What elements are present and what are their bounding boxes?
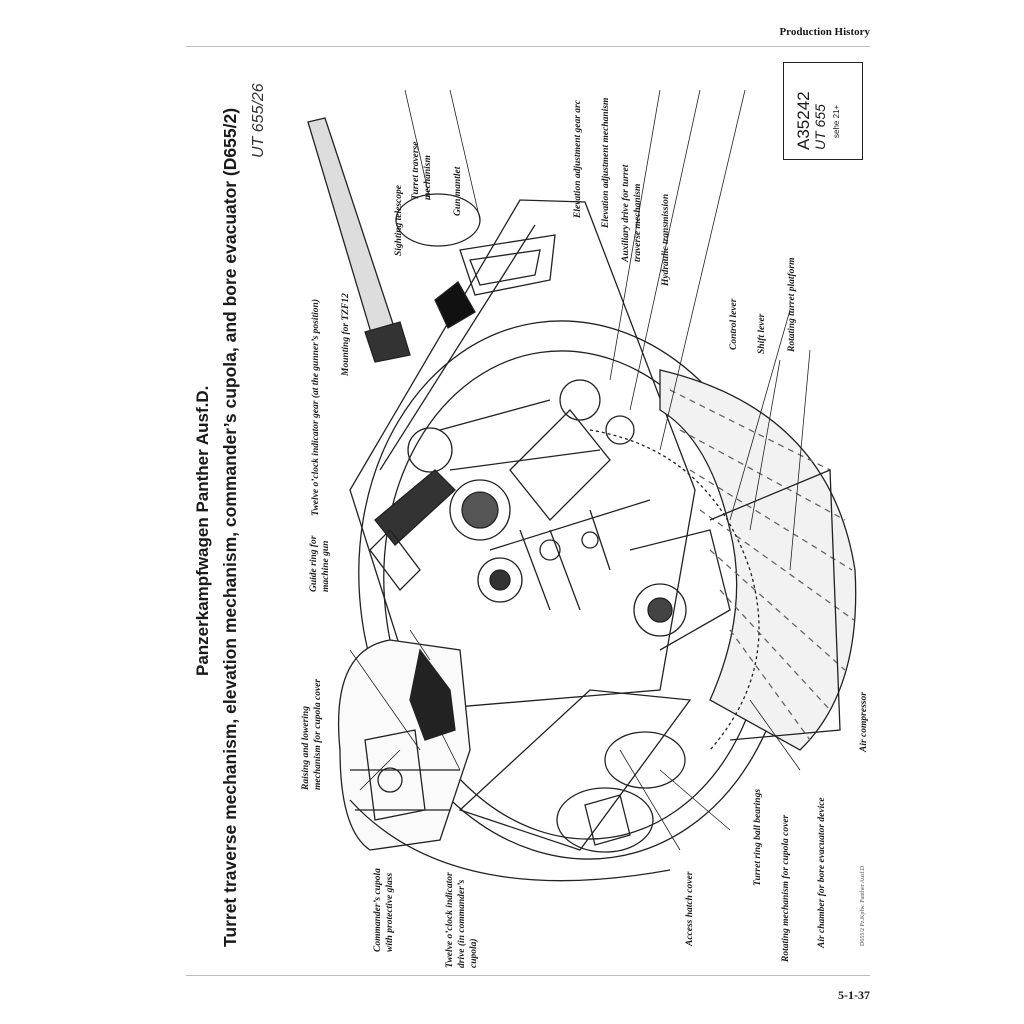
archive-stamp	[783, 62, 863, 160]
label-access-hatch: Access hatch cover	[685, 871, 695, 946]
label-rotating-platform: Rotating turret platform	[787, 257, 797, 353]
label-mounting-tzf: Mounting for TZF12	[341, 293, 351, 376]
header-rule	[186, 46, 870, 47]
label-twelve-oclock-gunner: Twelve o’clock indicator gear (at the gu…	[311, 299, 321, 516]
label-hydraulic-transmission: Hydraulic transmission	[661, 193, 671, 286]
label-turret-ring: Turret ring ball bearings	[753, 788, 763, 886]
label-air-chamber: Air chamber for bore evacuator device	[817, 797, 827, 948]
label-commanders-cupola: Commander’s cupola with protective glass	[373, 868, 395, 952]
label-air-compressor: Air compressor	[859, 692, 869, 752]
label-elevation-mechanism: Elevation adjustment mechanism	[601, 97, 611, 228]
label-elevation-gear-arc: Elevation adjustment gear arc	[573, 100, 583, 218]
technical-drawing	[307, 89, 857, 882]
label-rotating-cupola-cover: Rotating mechanism for cupola cover	[781, 814, 791, 962]
label-twelve-oclock-cupola: Twelve o’clock indicator drive (in comma…	[445, 872, 479, 968]
footer-rule	[186, 975, 870, 976]
section-title: Production History	[779, 26, 870, 38]
label-auxiliary-drive: Auxiliary drive for turret traverse mech…	[621, 164, 643, 262]
label-sighting-telescope: Sighting telescope	[394, 185, 404, 256]
label-gun-mantlet: Gun mantlet	[453, 166, 463, 216]
label-raising-lowering: Raising and lowering mechanism for cupol…	[301, 678, 323, 790]
label-shift-lever: Shift lever	[757, 313, 767, 354]
label-turret-traverse: Turret traverse mechanism	[411, 141, 433, 201]
fine-print: D655/2 Pz.Kpfw. Panther Ausf.D	[860, 865, 866, 946]
label-control-lever: Control lever	[729, 298, 739, 350]
page-number: 5-1-37	[838, 988, 870, 1002]
label-guide-ring: Guide ring for machine gun	[309, 535, 331, 592]
